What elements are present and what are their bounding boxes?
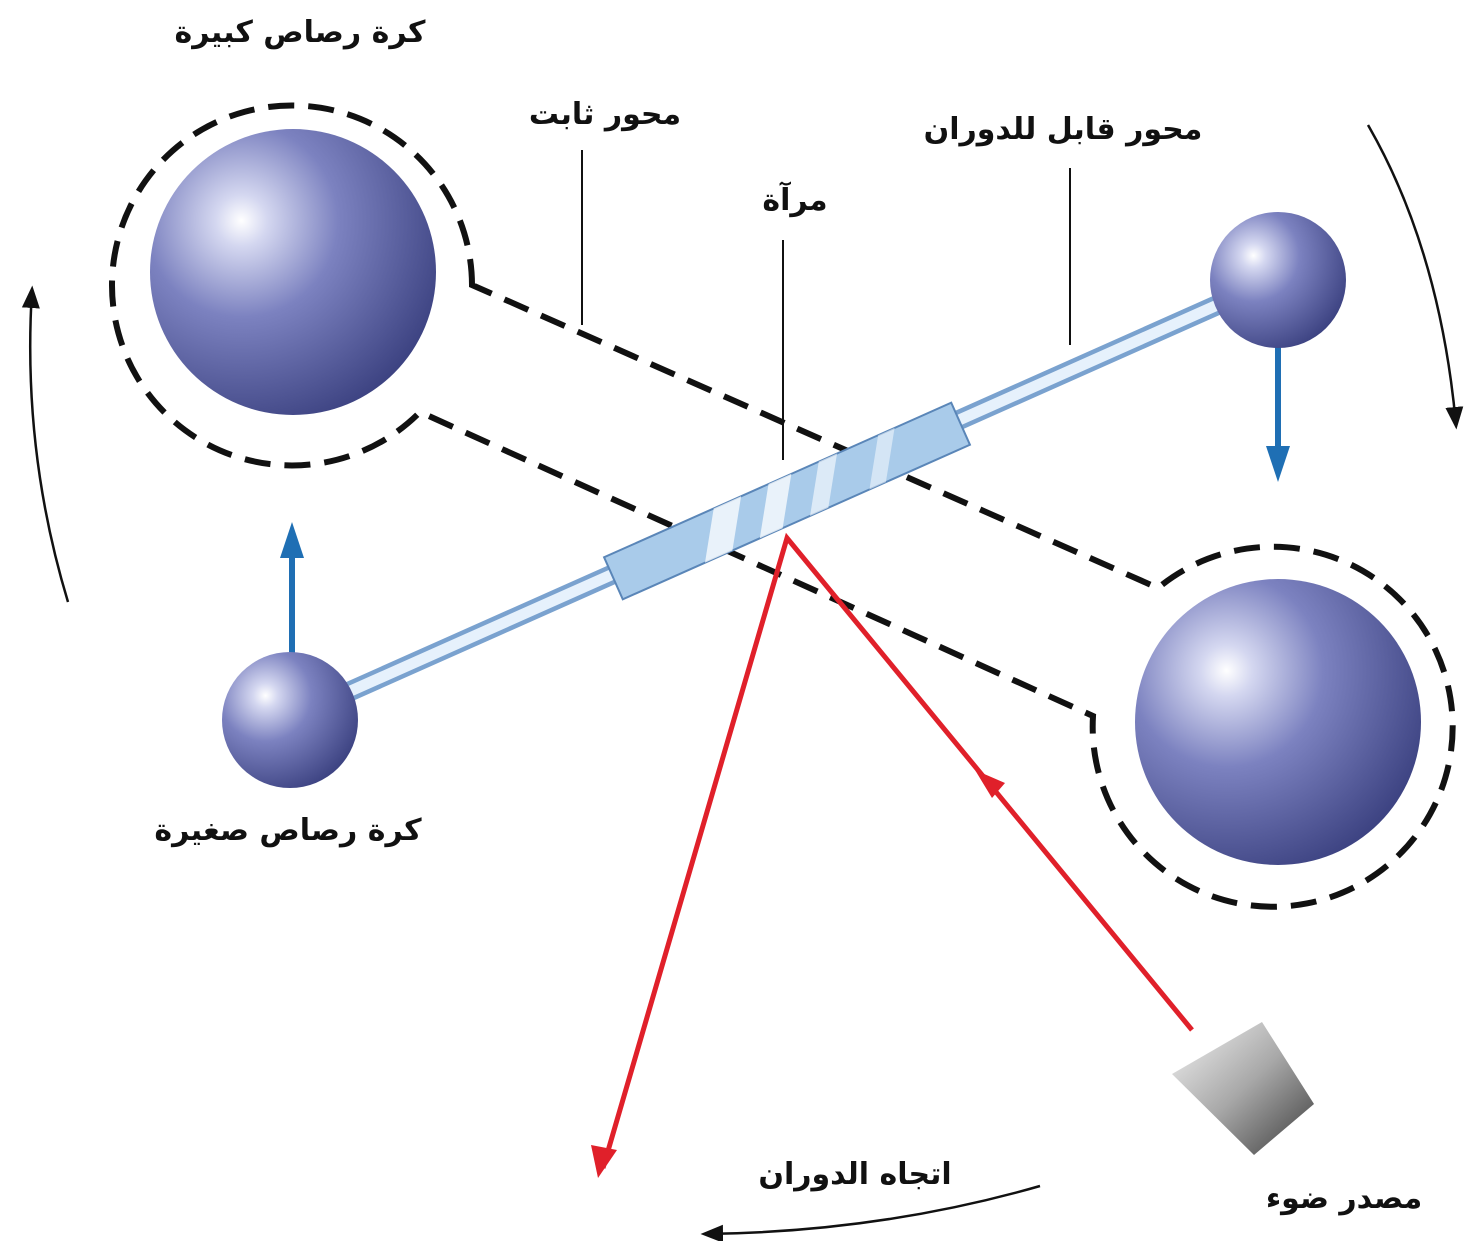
fixed-axis-label: محور ثابت — [529, 97, 681, 132]
rotation-arrows — [21, 124, 1464, 1241]
rotation-arrow-bottom — [700, 1184, 1041, 1241]
large-sphere-bottom-right — [1135, 579, 1421, 865]
rotation-arrow-left — [21, 285, 70, 603]
small-sphere-label: كرة رصاص صغيرة — [154, 813, 422, 848]
light-source-lamp-icon — [1172, 1022, 1314, 1155]
mirror-label: مرآة — [762, 181, 827, 218]
large-sphere-top-left — [150, 129, 436, 415]
force-arrow-down-head — [1266, 446, 1290, 482]
small-sphere-top-right — [1210, 212, 1346, 348]
mirror — [602, 401, 972, 601]
rotation-direction-label: اتجاه الدوران — [758, 1157, 951, 1192]
light-beam — [600, 532, 1194, 1169]
rotatable-axis-label: محور قابل للدوران — [924, 112, 1203, 147]
small-sphere-bottom-left — [222, 652, 358, 788]
fixed-axis-dashed-outline — [109, 102, 1456, 910]
light-source-label: مصدر ضوء — [1266, 1181, 1422, 1216]
force-arrow-up-head — [280, 522, 304, 558]
large-sphere-label: كرة رصاص كبيرة — [175, 15, 426, 50]
leader-lines — [581, 150, 1071, 460]
light-beam-reflected-head — [591, 1145, 617, 1178]
force-arrows — [280, 345, 1290, 662]
light-beam-direction-arrow — [975, 770, 1005, 798]
rotation-arrow-right — [1366, 124, 1464, 430]
